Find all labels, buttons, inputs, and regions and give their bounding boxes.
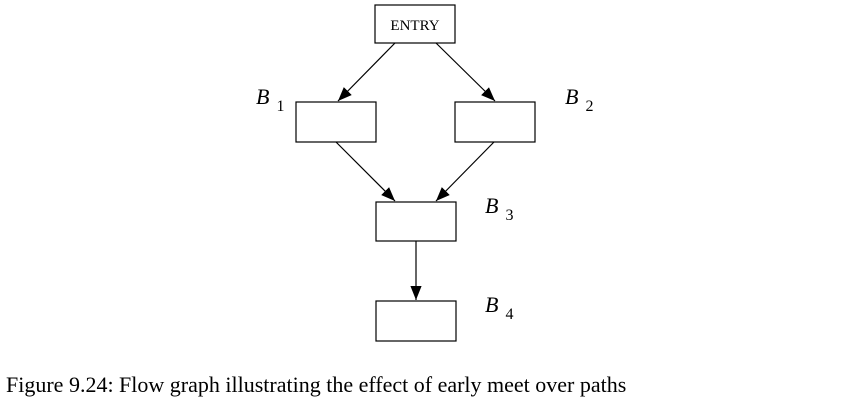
edge-b2-to-b3 <box>435 141 495 202</box>
entry-label: ENTRY <box>390 18 439 34</box>
entry-node: ENTRY <box>374 4 456 44</box>
figure-caption: Figure 9.24: Flow graph illustrating the… <box>6 372 627 397</box>
edge-entry-to-b1 <box>337 42 396 102</box>
edge-entry-to-b2 <box>435 42 496 102</box>
edge-b1-to-b3 <box>335 141 396 202</box>
